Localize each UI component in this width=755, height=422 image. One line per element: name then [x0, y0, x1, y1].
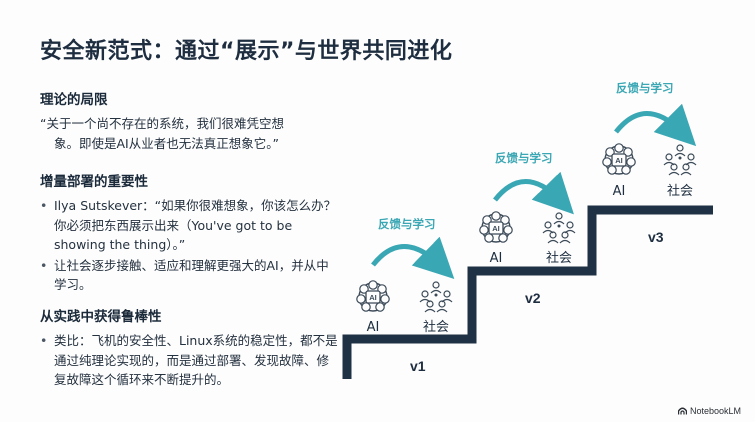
ai-label: AI	[613, 184, 626, 199]
society-label: 社会	[546, 250, 572, 266]
society-label: 社会	[667, 183, 693, 199]
ai-label: AI	[367, 320, 380, 335]
step-label-v1: v1	[410, 358, 426, 374]
staircase	[342, 205, 713, 379]
quote-line-2: 象。即使是AI从业者也无法真正想象它。”	[54, 136, 279, 151]
feedback-label: 反馈与学习	[378, 217, 436, 231]
bullet-item: Ilya Sutskever：“如果你很难想象，你该怎么办？你必须把东西展示出来…	[40, 196, 340, 255]
feedback-label: 反馈与学习	[495, 151, 553, 165]
section-theory-limits: 理论的局限 “关于一个尚不存在的系统，我们很难凭空想 象。即使是AI从业者也无法…	[40, 88, 340, 154]
society-people-icon	[542, 212, 576, 244]
section-incremental-deployment: 增量部署的重要性 Ilya Sutskever：“如果你很难想象，你该怎么办？你…	[40, 170, 340, 296]
bullet-list: 类比：飞机的安全性、Linux系统的稳定性，都不是通过纯理论实现的，而是通过部署…	[40, 331, 340, 390]
bullet-item: 类比：飞机的安全性、Linux系统的稳定性，都不是通过纯理论实现的，而是通过部署…	[40, 331, 340, 390]
brain-ai-text: AI	[492, 224, 500, 233]
brain-ai-text: AI	[369, 293, 377, 302]
step-label-v2: v2	[525, 290, 541, 306]
step-label-v3: v3	[648, 229, 664, 245]
society-label: 社会	[423, 319, 449, 335]
brand-footer: NotebookLM	[677, 406, 741, 416]
section-heading: 从实践中获得鲁棒性	[40, 309, 162, 325]
page-title: 安全新范式：通过“展示”与世界共同进化	[40, 39, 453, 64]
section-heading: 理论的局限	[40, 92, 108, 108]
staircase-diagram: v1 v2 v3 反馈与学习 AI 社会 反馈与学习 AI 社会 反馈与学习 A…	[342, 81, 713, 379]
feedback-arrow	[493, 171, 574, 215]
ai-label: AI	[490, 251, 503, 266]
feedback-arrow	[614, 103, 697, 147]
feedback-label: 反馈与学习	[616, 81, 674, 95]
step-group-v2: 反馈与学习 AI 社会	[479, 151, 576, 266]
quote-line-1: “关于一个尚不存在的系统，我们很难凭空想	[40, 116, 284, 131]
notebooklm-logo-icon	[677, 407, 687, 415]
step-group-v1: 反馈与学习 AI 社会	[356, 217, 455, 335]
bullet-item: 让社会逐步接触、适应和理解更强大的AI，并从中学习。	[40, 256, 340, 295]
brand-label: NotebookLM	[689, 406, 741, 416]
society-people-icon	[663, 144, 697, 176]
section-heading: 增量部署的重要性	[40, 174, 148, 190]
brain-ai-text: AI	[615, 156, 623, 165]
society-people-icon	[419, 281, 453, 313]
section-robustness: 从实践中获得鲁棒性 类比：飞机的安全性、Linux系统的稳定性，都不是通过纯理论…	[40, 305, 340, 391]
quote-text: “关于一个尚不存在的系统，我们很难凭空想 象。即使是AI从业者也无法真正想象它。…	[40, 114, 340, 154]
bullet-list: Ilya Sutskever：“如果你很难想象，你该怎么办？你必须把东西展示出来…	[40, 196, 340, 295]
feedback-arrow	[371, 236, 455, 279]
step-group-v3: 反馈与学习 AI 社会	[602, 81, 697, 199]
